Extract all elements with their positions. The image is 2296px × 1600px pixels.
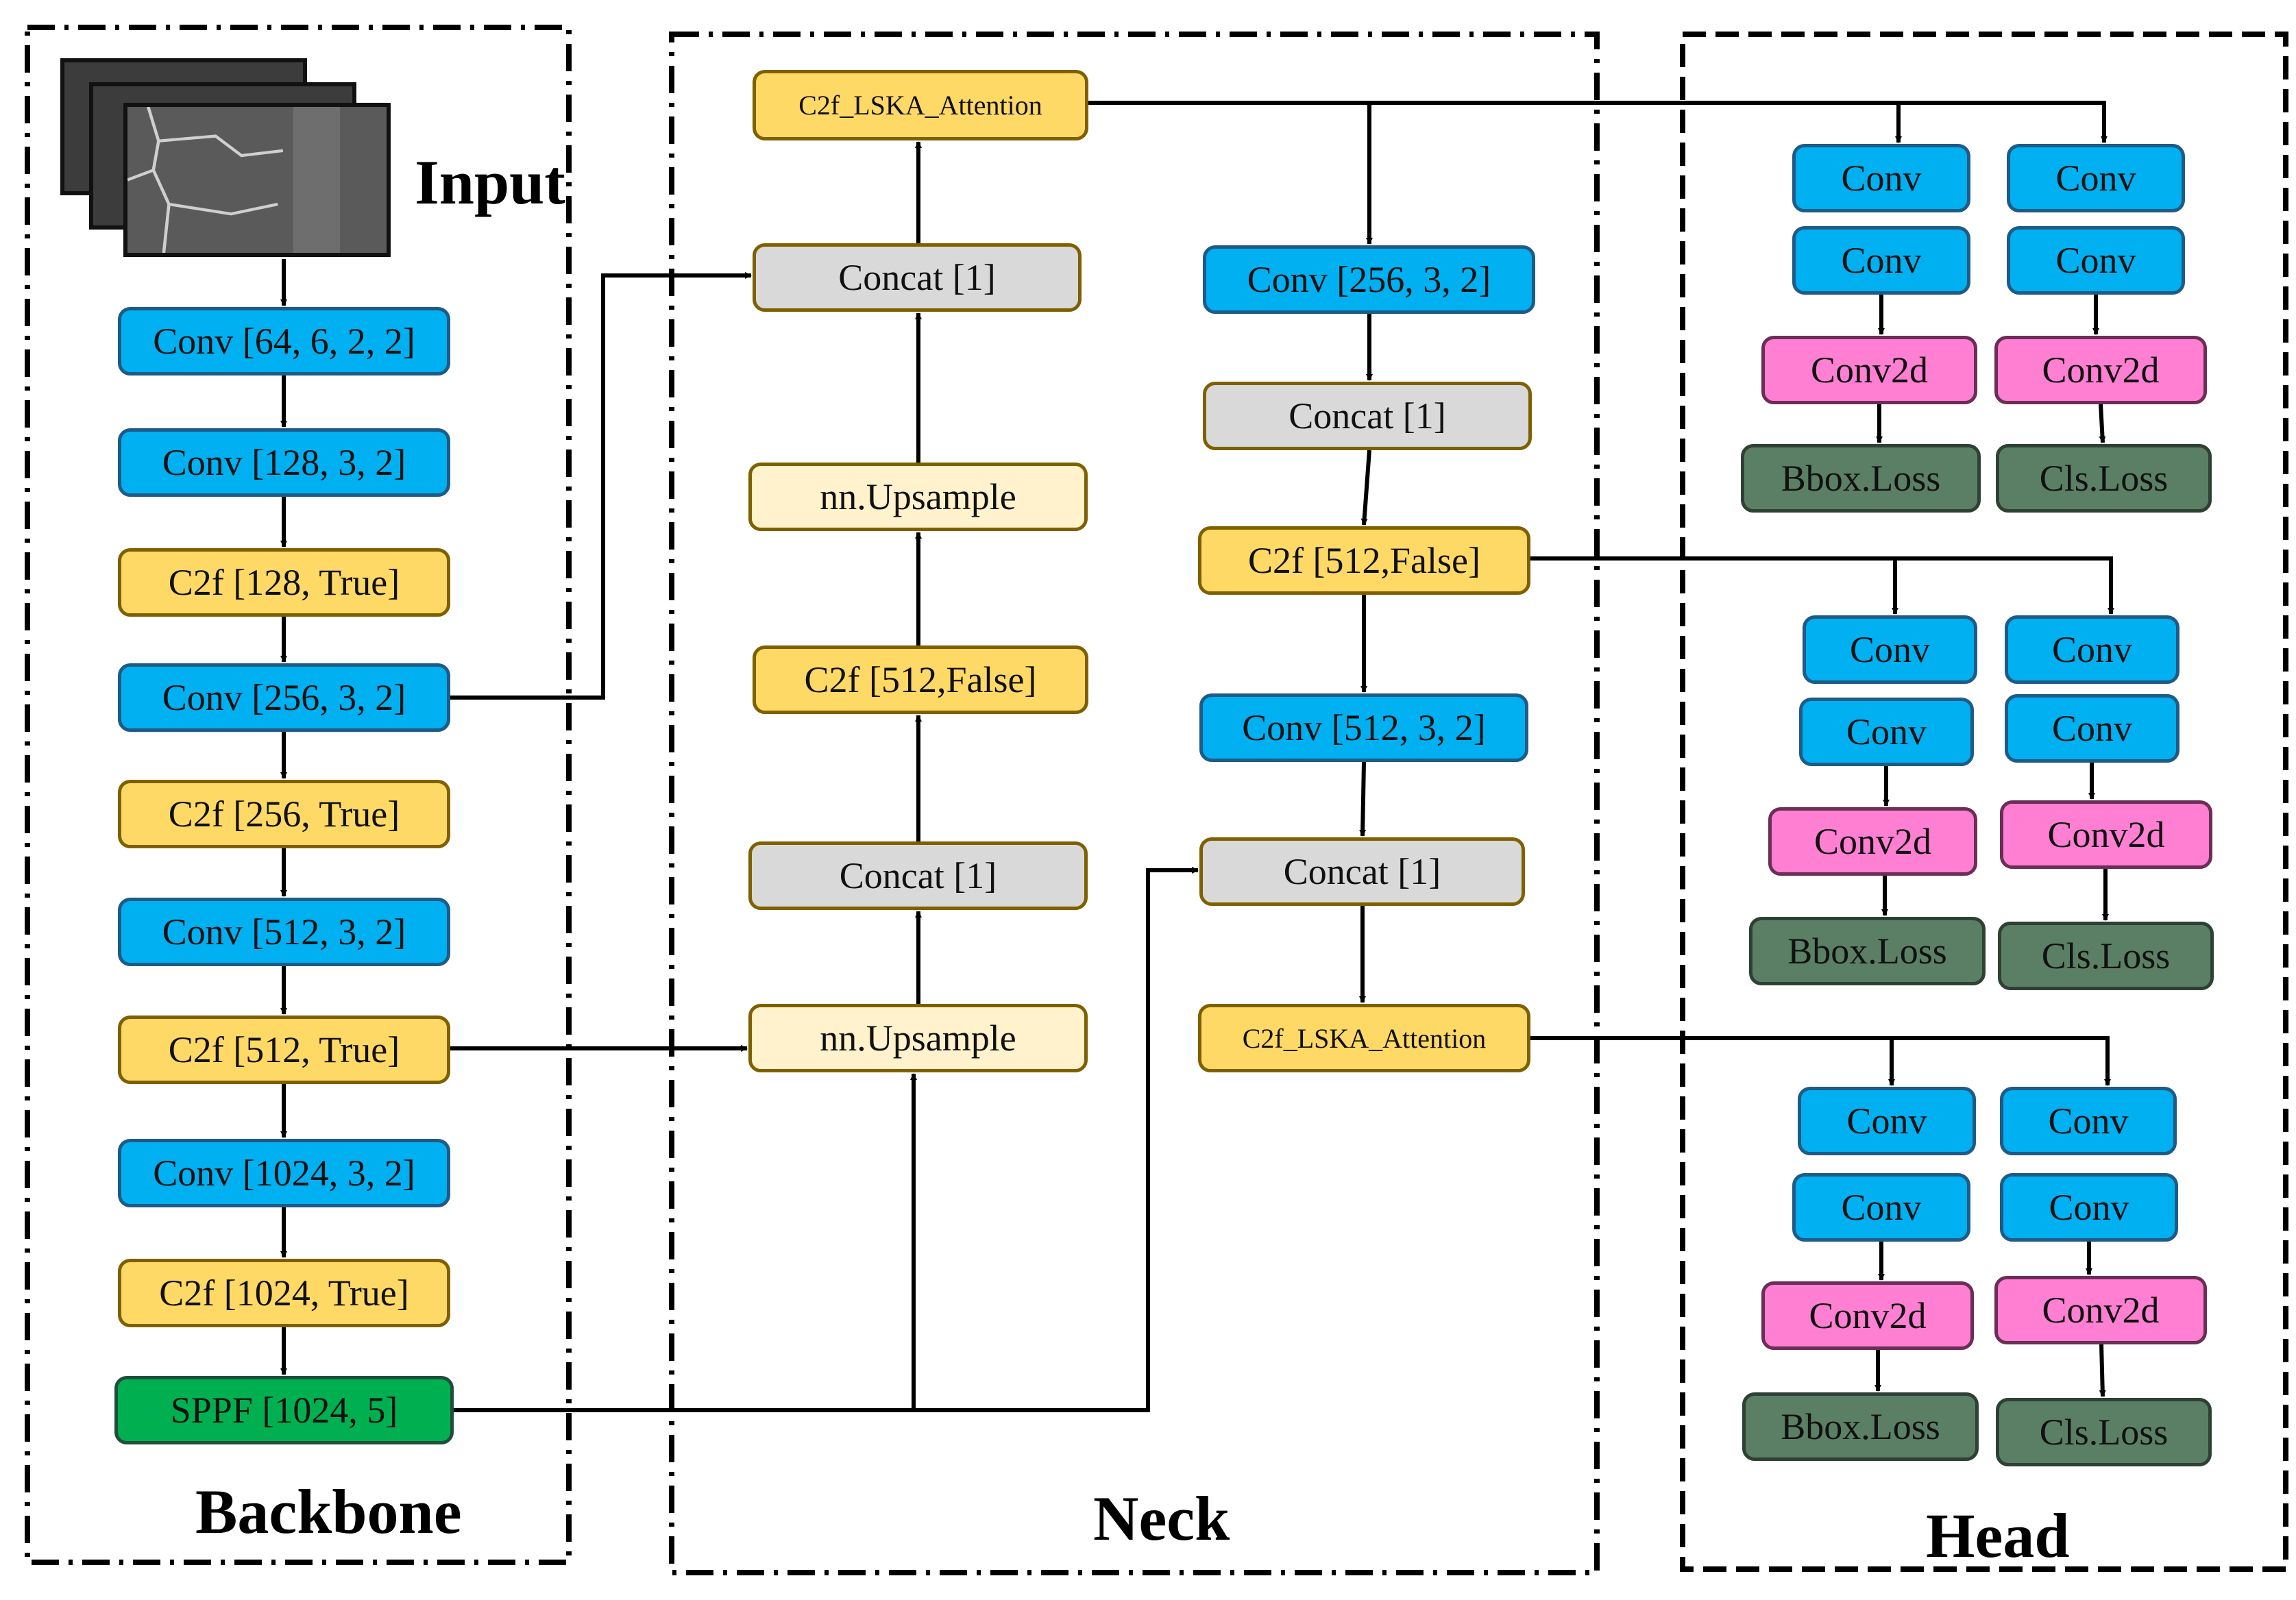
connection-arrow	[2099, 1344, 2106, 1397]
backbone-conv-5: Conv [1024, 3, 2]	[118, 1139, 450, 1207]
connection-arrow	[1360, 450, 1371, 526]
head-3-cls-conv-2: Conv	[2000, 1173, 2178, 1242]
neck-up-concat-2: Concat [1]	[748, 841, 1088, 910]
neck-label: Neck	[1093, 1484, 1230, 1553]
neck-down-c2f-lska-attention: C2f_LSKA_Attention	[1198, 1004, 1530, 1072]
crack-texture	[127, 107, 387, 253]
head-2-cls-conv-2: Conv	[2005, 694, 2179, 763]
head-1-bbox-conv-1: Conv	[1792, 144, 1970, 212]
connection-arrow	[450, 272, 752, 700]
neck-down-conv-1: Conv [256, 3, 2]	[1203, 245, 1535, 314]
connection-arrow	[1530, 556, 1898, 615]
neck-down-concat-2: Concat [1]	[1199, 837, 1525, 906]
head-region-border	[1680, 32, 2288, 1572]
head-1-cls-conv2d: Conv2d	[1994, 336, 2207, 404]
head-2-bbox-conv2d: Conv2d	[1768, 807, 1977, 876]
head-2-bbox-conv-1: Conv	[1803, 615, 1977, 684]
head-2-cls-conv2d: Conv2d	[2000, 800, 2212, 869]
connection-arrow	[1895, 556, 2114, 615]
input-label: Input	[415, 147, 565, 217]
connection-arrow	[1898, 101, 2108, 143]
backbone-sppf: SPPF [1024, 5]	[114, 1376, 454, 1444]
head-3-bbox-conv-2: Conv	[1792, 1173, 1970, 1242]
head-label: Head	[1926, 1501, 2070, 1571]
head-2-bbox-loss: Bbox.Loss	[1749, 917, 1986, 985]
head-1-bbox-conv-2: Conv	[1792, 226, 1970, 295]
connection-arrow	[1892, 1036, 2111, 1086]
connection-arrow	[1088, 101, 1373, 245]
neck-up-c2f-lska-attention: C2f_LSKA_Attention	[753, 70, 1088, 140]
neck-down-c2f: C2f [512,False]	[1198, 526, 1530, 595]
head-3-bbox-loss: Bbox.Loss	[1742, 1392, 1979, 1461]
head-3-bbox-conv-1: Conv	[1798, 1087, 1976, 1155]
backbone-label: Backbone	[195, 1477, 462, 1547]
head-1-bbox-loss: Bbox.Loss	[1741, 444, 1981, 513]
neck-up-concat-1: Concat [1]	[753, 243, 1082, 312]
head-2-cls-conv-1: Conv	[2005, 615, 2179, 684]
head-3-cls-conv2d: Conv2d	[1994, 1276, 2207, 1344]
neck-down-conv-2: Conv [512, 3, 2]	[1199, 693, 1528, 762]
head-1-cls-conv-1: Conv	[2007, 144, 2185, 212]
neck-up-c2f: C2f [512,False]	[753, 645, 1088, 714]
connection-arrow	[1530, 1036, 1895, 1086]
backbone-c2f-2: C2f [256, True]	[118, 780, 450, 848]
neck-down-concat-1: Concat [1]	[1203, 382, 1532, 450]
neck-up-upsample-2: nn.Upsample	[748, 1004, 1088, 1072]
backbone-c2f-3: C2f [512, True]	[118, 1016, 450, 1084]
backbone-conv-4: Conv [512, 3, 2]	[118, 898, 450, 966]
head-1-cls-conv-2: Conv	[2007, 226, 2185, 295]
head-3-cls-conv-1: Conv	[2000, 1087, 2177, 1155]
backbone-c2f-4: C2f [1024, True]	[118, 1259, 450, 1327]
backbone-c2f-1: C2f [128, True]	[118, 548, 450, 617]
head-1-bbox-conv2d: Conv2d	[1761, 336, 1977, 404]
backbone-conv-1: Conv [64, 6, 2, 2]	[118, 307, 450, 376]
edges	[280, 101, 2114, 1412]
neck-up-upsample-1: nn.Upsample	[748, 463, 1088, 531]
region-borders	[25, 25, 1600, 1575]
connection-arrow	[1369, 101, 1902, 143]
head-1-cls-loss: Cls.Loss	[1996, 444, 2212, 513]
backbone-conv-3: Conv [256, 3, 2]	[118, 663, 450, 732]
connection-arrow	[1359, 761, 1367, 837]
neck-region-border	[669, 32, 1600, 1575]
input-image-frame	[123, 103, 391, 257]
head-2-cls-loss: Cls.Loss	[1998, 922, 2214, 990]
head-3-cls-loss: Cls.Loss	[1996, 1398, 2212, 1466]
head-3-bbox-conv2d: Conv2d	[1761, 1281, 1974, 1350]
head-2-bbox-conv-2: Conv	[1799, 698, 1974, 766]
connection-arrow	[454, 867, 1199, 1412]
backbone-region-border	[25, 25, 572, 1565]
backbone-conv-2: Conv [128, 3, 2]	[118, 428, 450, 497]
connection-arrow	[2099, 404, 2106, 443]
